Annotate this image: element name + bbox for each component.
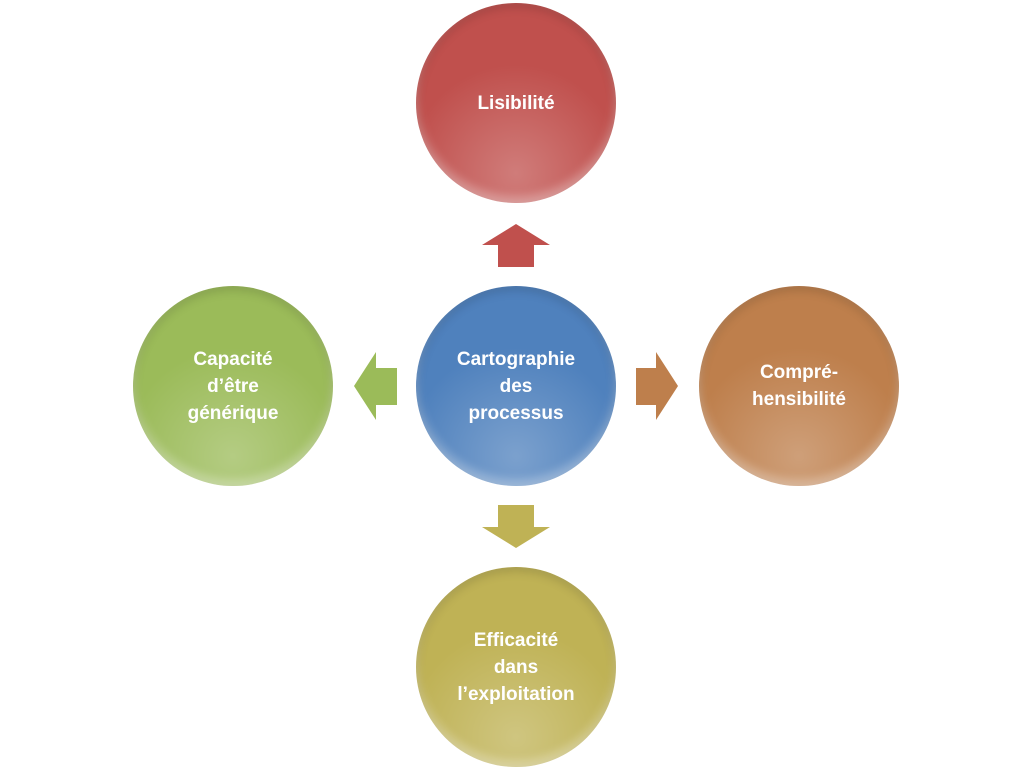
node-lisibilite: Lisibilité bbox=[416, 3, 616, 203]
node-label: Capacité d’être générique bbox=[187, 348, 279, 424]
node-label: Efficacité dans l’exploitation bbox=[457, 629, 575, 705]
center-node-label: Cartographie des processus bbox=[456, 348, 576, 424]
arrow-down-icon bbox=[482, 505, 550, 548]
node-label: Compré- hensibilité bbox=[752, 362, 846, 410]
node-efficacite: Efficacité dans l’exploitation bbox=[416, 567, 616, 767]
node-label: Lisibilité bbox=[477, 92, 555, 114]
node-comprehensibilite: Compré- hensibilité bbox=[699, 286, 899, 486]
arrow-left-icon bbox=[354, 352, 397, 420]
node-capacite-generique: Capacité d’être générique bbox=[133, 286, 333, 486]
arrow-right-icon bbox=[636, 352, 678, 420]
arrow-up-icon bbox=[482, 224, 550, 267]
center-node-cartographie: Cartographie des processus bbox=[416, 286, 616, 486]
